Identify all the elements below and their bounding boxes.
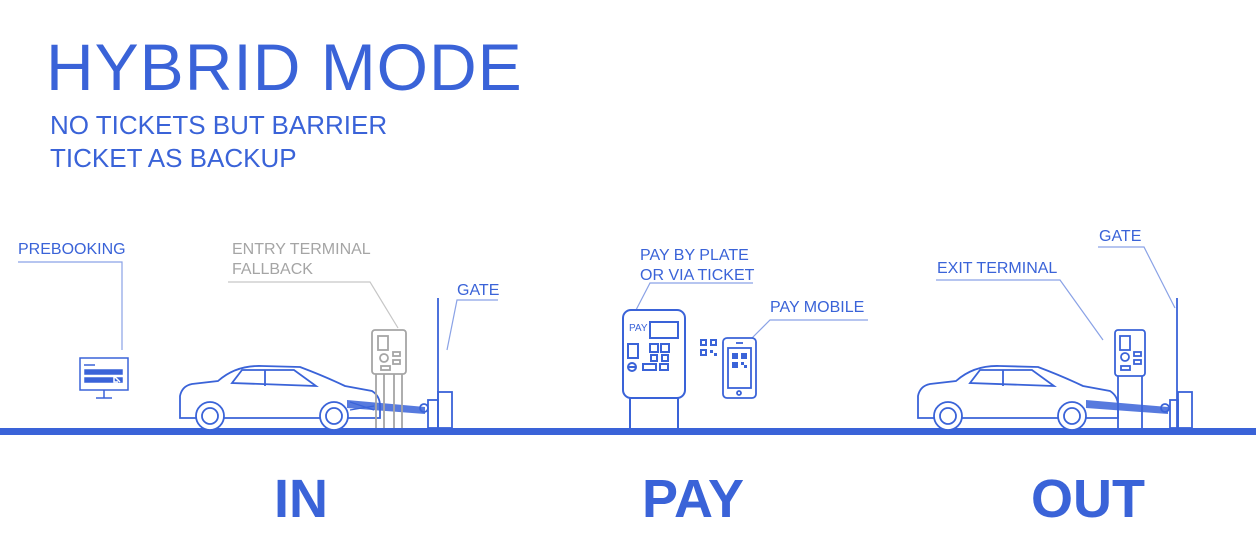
entry-terminal-icon	[371, 329, 407, 428]
gate-in-label: GATE	[457, 282, 500, 299]
stage-pay: PAY	[642, 469, 745, 529]
pay-mobile-label: PAY MOBILE	[770, 299, 865, 316]
page-title: HYBRID MODE	[46, 30, 523, 104]
plate-scan-beam-exit	[1086, 400, 1168, 414]
pay-kiosk-icon	[622, 309, 686, 428]
gate-icon-exit	[1160, 298, 1193, 429]
gate-out-leader	[1098, 246, 1176, 309]
entry-terminal-label: ENTRY TERMINAL	[232, 241, 371, 258]
entry-terminal-leader	[228, 281, 399, 329]
pay-by-plate-label: PAY BY PLATE	[640, 247, 749, 264]
gate-in-leader	[446, 299, 498, 351]
prebooking-leader	[18, 261, 123, 350]
pay-via-ticket-label: OR VIA TICKET	[640, 267, 755, 284]
gate-out-label: GATE	[1099, 228, 1142, 245]
gate-icon-entry	[419, 298, 453, 429]
stage-out: OUT	[1031, 469, 1145, 529]
car-icon-entry	[179, 365, 381, 431]
mobile-phone-icon	[722, 337, 757, 399]
ground-line	[0, 428, 1256, 435]
plate-scan-beam	[347, 400, 425, 414]
prebooking-label: PREBOOKING	[18, 241, 126, 258]
car-icon-exit	[917, 365, 1119, 431]
entry-terminal-fallback-label: FALLBACK	[232, 261, 313, 278]
monitor-icon	[79, 357, 129, 399]
exit-terminal-icon	[1114, 329, 1146, 428]
pay-plate-leader	[635, 282, 753, 311]
qr-code-icon	[700, 339, 717, 356]
subtitle-line-1: NO TICKETS BUT BARRIER	[50, 110, 388, 140]
kiosk-pay-text: PAY	[629, 323, 648, 334]
subtitle-line-2: TICKET AS BACKUP	[50, 143, 297, 173]
pay-mobile-leader	[751, 319, 868, 339]
stage-in: IN	[274, 469, 328, 529]
exit-terminal-label: EXIT TERMINAL	[937, 260, 1058, 277]
exit-terminal-leader	[936, 279, 1104, 341]
